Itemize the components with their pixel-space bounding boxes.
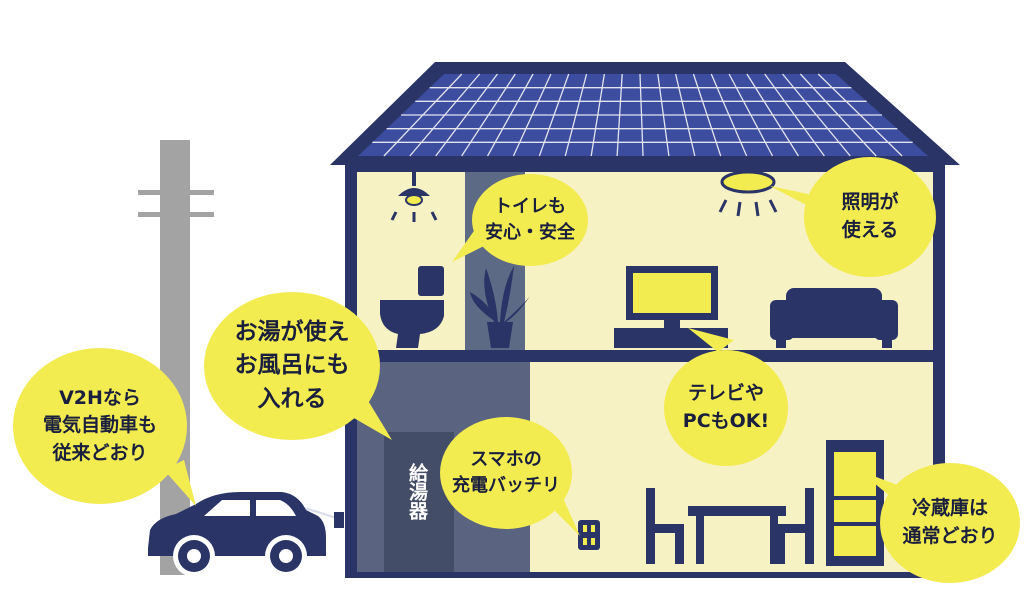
solar-grid-column — [486, 73, 534, 157]
solar-grid-column — [782, 73, 851, 157]
solar-grid-column — [564, 73, 588, 157]
solar-grid-column — [512, 73, 552, 157]
dining-set-icon — [646, 488, 814, 564]
solar-grid-column — [383, 73, 463, 157]
solar-grid-column — [764, 73, 825, 157]
electric-car-icon — [148, 492, 344, 577]
solar-grid-column — [461, 73, 516, 157]
pendant-lamp-icon — [390, 172, 438, 222]
solar-grid-column — [728, 73, 774, 157]
solar-grid-column — [799, 73, 877, 157]
solar-grid-column — [817, 73, 903, 157]
toilet-icon — [380, 266, 444, 348]
water-heater-label: 給湯器 — [406, 463, 428, 520]
solar-grid-column — [590, 73, 606, 157]
solar-grid-column — [616, 73, 623, 157]
ceiling-light-icon — [718, 170, 778, 217]
solar-grid-column — [639, 73, 644, 157]
solar-grid-column — [538, 73, 570, 157]
solar-grid-column — [675, 73, 696, 157]
plant-icon — [470, 266, 530, 348]
solar-grid-column — [692, 73, 722, 157]
bubble-shapes — [13, 157, 1020, 583]
water-heater — [384, 432, 454, 572]
solar-grid-column — [657, 73, 670, 157]
solar-panel-icon — [330, 62, 960, 165]
solar-grid-column — [710, 73, 748, 157]
utility-pole-icon — [138, 140, 214, 575]
solar-grid-column — [435, 73, 498, 157]
tv-icon — [614, 266, 728, 348]
solar-grid-column — [409, 73, 481, 157]
outlet-icon — [578, 520, 600, 550]
solar-grid-column — [746, 73, 800, 157]
sofa-icon — [770, 288, 898, 348]
refrigerator-icon — [826, 440, 884, 566]
